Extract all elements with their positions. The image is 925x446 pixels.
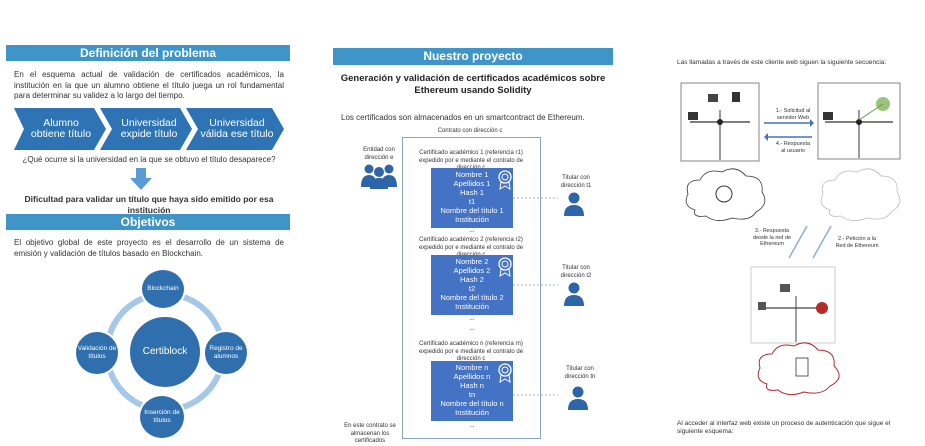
client-network-diagram [680, 82, 760, 162]
cert-2-surname: Apellidos 2 [453, 266, 491, 275]
server-cloud-icon [820, 168, 901, 221]
entity-group-icon [361, 164, 397, 189]
cert-n-institution: Institución [455, 408, 489, 417]
cycle-node-title-validation: Validación de títulos [74, 330, 120, 376]
step1-label: 1.- Solicitud al servidor Web [775, 108, 811, 121]
objective-text: El objetivo global de este proyecto es e… [14, 238, 284, 258]
down-arrow-icon [130, 168, 152, 190]
cert-2-name: Nombre 2 [455, 257, 489, 266]
question-text: ¿Qué ocurre si la universidad en la que … [22, 155, 276, 164]
cert-2-institution: Institución [455, 302, 489, 311]
request-arrows [764, 119, 814, 141]
process-steps-graphic [14, 108, 284, 150]
holder-connectors [513, 197, 558, 396]
step-label-2: Universidad expide título [120, 117, 178, 140]
cert-n-surname: Apellidos n [453, 372, 491, 381]
cycle-center-node: Certiblock [128, 315, 202, 389]
cycle-node-student-registry: Registro de alumnos [203, 330, 249, 376]
problem-definition-header: Definición del problema [6, 45, 290, 61]
cert-n-dots: ... [469, 423, 475, 429]
entity-label: Entidad con dirección e [363, 147, 395, 161]
project-header: Nuestro proyecto [333, 48, 613, 65]
contract-footer-note: En este contrato se almacenan los certif… [344, 423, 396, 444]
step4-label: 4.- Respuesta al usuario [775, 141, 811, 154]
project-subtitle: Los certificados son almacenados en un s… [341, 113, 585, 122]
conclusion-text: Dificultad para validar un título que ha… [24, 194, 274, 215]
sequence-intro-text: Las llamadas a través de este cliente we… [677, 59, 887, 66]
step-label-1: Alumno obtiene título [30, 117, 92, 140]
cert-n-title-name: Nombre del título n [440, 399, 504, 408]
step-label-3: Universidad válida ese título [200, 117, 274, 140]
holder-1-person-icon [564, 192, 584, 216]
project-title-line1: Generación y validación de certificados … [340, 73, 606, 84]
cert-1-box: Nombre 1 Apellidos 1 Hash 1 t1 Nombre de… [431, 168, 513, 228]
server-network-diagram [817, 82, 901, 160]
ethereum-network-diagram [750, 266, 836, 344]
holder-n-person-icon [568, 386, 588, 410]
objectives-header: Objetivos [6, 214, 290, 230]
ethereum-arrows [788, 225, 832, 259]
cert-n-hash: Hash n [460, 381, 484, 390]
auth-footer-text: Al acceder al interfaz web existe un pro… [677, 420, 891, 435]
cert-2-hash: Hash 2 [460, 275, 484, 284]
cert-n-badge-icon [498, 363, 512, 383]
step-arrow-3 [186, 108, 284, 150]
cert-2-badge-icon [498, 257, 512, 277]
cert-2-dots: ... [469, 316, 475, 322]
holder-1-label: Titular con dirección t1 [560, 175, 592, 189]
client-cloud-icon [685, 168, 766, 221]
cert-n-holder-address: tn [468, 390, 476, 399]
cert-2-dots-b: ... [469, 326, 475, 332]
problem-intro-text: En el esquema actual de validación de ce… [14, 70, 284, 100]
project-title-line2: Ethereum usando Solidity [414, 85, 532, 96]
cert-1-title-name: Nombre del título 1 [440, 206, 504, 215]
ethereum-cloud-icon [757, 342, 840, 396]
step2-label: 2.- Petición a la Red de Ethereum [835, 236, 879, 249]
cycle-node-title-insertion: Inserción de títulos [138, 394, 186, 440]
cert-1-hash: Hash 1 [460, 188, 484, 197]
cert-2-title-name: Nombre del título 2 [440, 293, 504, 302]
cert-1-dots: ... [469, 228, 475, 234]
cert-2-holder-address: t2 [468, 284, 476, 293]
cert-n-heading: Certificado académico n (referencia rn) … [418, 341, 524, 362]
step-arrow-1 [14, 108, 106, 150]
cert-1-badge-icon [498, 170, 512, 190]
step3-label: 3.- Respuesta desde la red de Ethereum [753, 228, 791, 247]
step-arrow-2 [100, 108, 192, 150]
holder-n-label: Titular con dirección tn [564, 366, 596, 380]
contract-label: Contrato con dirección c [437, 128, 503, 134]
holder-2-person-icon [564, 282, 584, 306]
cert-1-holder-address: t1 [468, 197, 476, 206]
cycle-node-blockchain: Blockchain [140, 268, 186, 310]
contract-box [402, 137, 541, 439]
cert-1-name: Nombre 1 [455, 170, 489, 179]
cert-n-name: Nombre n [455, 363, 489, 372]
holder-2-label: Titular con dirección t2 [560, 265, 592, 279]
cert-1-surname: Apellidos 1 [453, 179, 491, 188]
cert-1-institution: Institución [455, 215, 489, 224]
